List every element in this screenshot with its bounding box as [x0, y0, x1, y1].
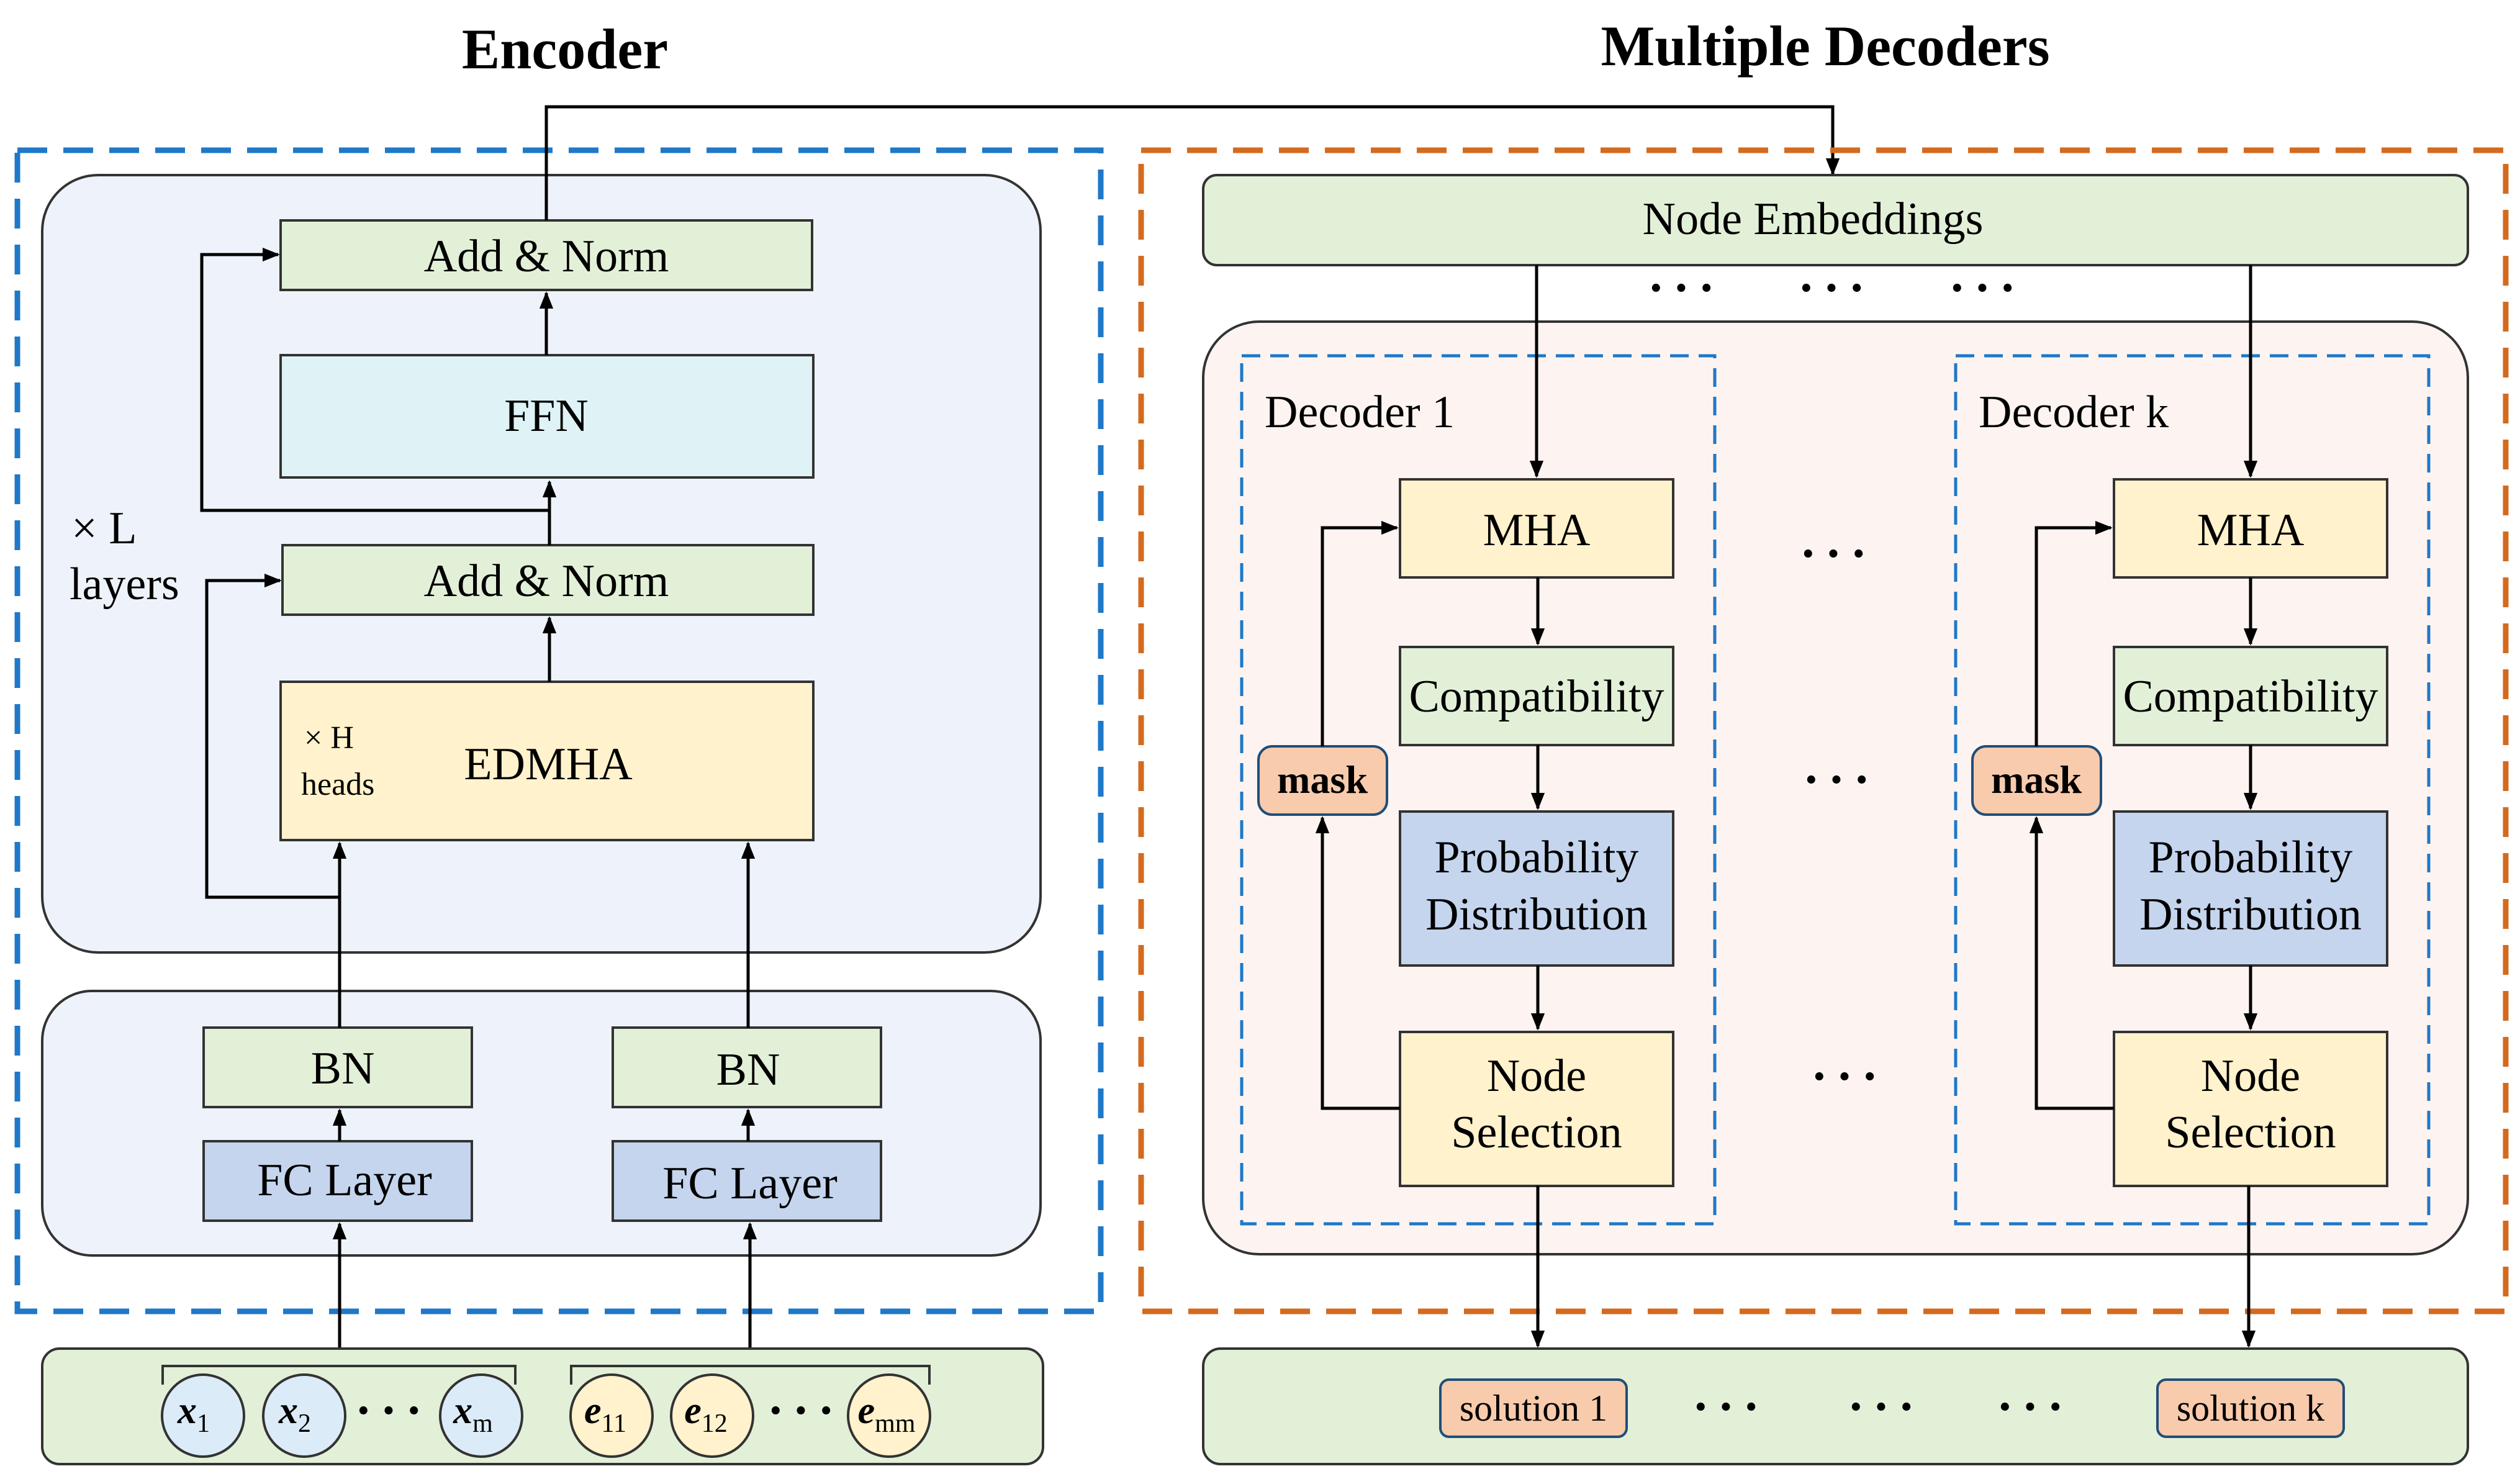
decoder-1-mask-label: mask	[1277, 758, 1368, 802]
emm-base: e	[858, 1390, 875, 1432]
fc-right-box	[612, 1140, 882, 1222]
fc-right-label: FC Layer	[662, 1158, 838, 1209]
node-input-x1: x1	[161, 1373, 245, 1458]
svg-text:e11: e11	[584, 1390, 626, 1438]
svg-text:x2: x2	[278, 1390, 311, 1438]
decoder-1-nodesel-label-1: Node	[1487, 1051, 1586, 1101]
x2-base: x	[278, 1390, 298, 1432]
decoder-1-prob-label-2: Distribution	[1425, 889, 1648, 940]
decoder-k-nodesel-box	[2113, 1031, 2388, 1187]
add-norm-top-label: Add & Norm	[424, 231, 669, 282]
between-dots-3: ···	[1811, 1049, 1887, 1104]
layers-label-2: layers	[70, 559, 179, 610]
ffn-label: FFN	[504, 391, 589, 441]
decoder-k-nodesel-label-1: Node	[2201, 1051, 2300, 1101]
bn-left-label: BN	[311, 1043, 375, 1094]
edmha-box	[279, 681, 815, 841]
decoder-1-prob-box	[1399, 810, 1674, 967]
x2-sub: 2	[298, 1409, 311, 1438]
bn-left-box	[202, 1026, 473, 1108]
decoder-1-nodesel-label-2: Selection	[1451, 1107, 1622, 1158]
decoders-dashed-border	[1138, 147, 2509, 1314]
fc-left-box	[202, 1140, 473, 1222]
solution-dots-2: ···	[1848, 1380, 1923, 1434]
svg-text:x1: x1	[177, 1390, 210, 1438]
svg-text:e12: e12	[684, 1390, 728, 1438]
heads-label-1: × H	[304, 720, 354, 756]
embed-dots-2: ···	[1798, 261, 1874, 315]
encoder-title: Encoder	[462, 17, 668, 81]
node-ellipsis: ···	[355, 1383, 431, 1438]
decoder-1-compat-label: Compatibility	[1409, 671, 1664, 722]
decoder-1-mha-label: MHA	[1483, 505, 1591, 556]
e11-base: e	[584, 1390, 602, 1432]
node-embeddings-label: Node Embeddings	[1643, 194, 1984, 245]
decoder-1-compat-box	[1399, 646, 1674, 746]
encoder-dashed-border	[14, 147, 1104, 1314]
svg-text:emm: emm	[858, 1390, 916, 1438]
decoder-arrows	[1315, 265, 2258, 1348]
x1-sub: 1	[197, 1409, 210, 1438]
solution-dots-1: ···	[1692, 1380, 1768, 1434]
encoder-arrows	[200, 105, 1840, 1366]
embedding-panel	[41, 990, 1042, 1257]
solution-k-box	[2156, 1378, 2345, 1438]
embed-dots-3: ···	[1949, 261, 2025, 315]
bn-right-box	[612, 1026, 882, 1108]
decoder-k-mask-label: mask	[1991, 758, 2082, 802]
decoder-1-mha-box	[1399, 478, 1674, 579]
heads-label-2: heads	[301, 767, 374, 802]
add-norm-top-box	[279, 219, 813, 291]
decoders-title: Multiple Decoders	[1601, 14, 2049, 78]
decoder-1-prob-label-1: Probability	[1435, 832, 1639, 883]
xm-sub: m	[472, 1409, 493, 1438]
solution-k-label: solution k	[2177, 1388, 2324, 1429]
decoder-k-border	[1954, 354, 2431, 1226]
between-dots-2: ···	[1803, 753, 1879, 807]
decoder-k-mha-box	[2113, 478, 2388, 579]
decoder-k-compat-box	[2113, 646, 2388, 746]
decoder-k-prob-label-2: Distribution	[2139, 889, 2362, 940]
x1-base: x	[177, 1390, 197, 1432]
solution-dots-3: ···	[1997, 1380, 2072, 1434]
decoder-k-label: Decoder k	[1979, 387, 2169, 438]
add-norm-mid-label: Add & Norm	[424, 556, 669, 607]
edmha-label: EDMHA	[464, 739, 632, 790]
node-embeddings-box	[1202, 174, 2469, 266]
fc-left-label: FC Layer	[257, 1155, 432, 1206]
solution-1-label: solution 1	[1460, 1388, 1607, 1429]
edge-input-e11: e11	[569, 1373, 654, 1458]
edge-input-emm: emm	[847, 1373, 931, 1458]
decoder-1-border	[1240, 354, 1717, 1226]
node-input-xm: xm	[439, 1373, 523, 1458]
layers-label-1: × L	[71, 503, 137, 554]
decoder-k-nodesel-label-2: Selection	[2165, 1107, 2336, 1158]
embed-dots-1: ···	[1648, 261, 1723, 315]
decoder-k-compat-label: Compatibility	[2123, 671, 2378, 722]
bn-right-label: BN	[716, 1044, 780, 1095]
edge-input-e12: e12	[670, 1373, 754, 1458]
svg-text:xm: xm	[453, 1390, 493, 1438]
e11-sub: 11	[602, 1409, 626, 1438]
node-input-x2: x2	[262, 1373, 346, 1458]
edge-ellipsis: ···	[767, 1383, 843, 1438]
decoder-k-prob-label-1: Probability	[2149, 832, 2353, 883]
between-dots-1: ···	[1800, 527, 1876, 581]
decoder-1-label: Decoder 1	[1265, 387, 1455, 438]
ffn-box	[279, 354, 815, 479]
e12-sub: 12	[702, 1409, 728, 1438]
decoder-k-mha-label: MHA	[2197, 505, 2305, 556]
e12-base: e	[684, 1390, 702, 1432]
xm-base: x	[453, 1390, 472, 1432]
input-braces	[161, 1365, 931, 1385]
decoder-k-prob-box	[2113, 810, 2388, 967]
solution-1-box	[1439, 1378, 1628, 1438]
emm-sub: mm	[875, 1409, 916, 1438]
